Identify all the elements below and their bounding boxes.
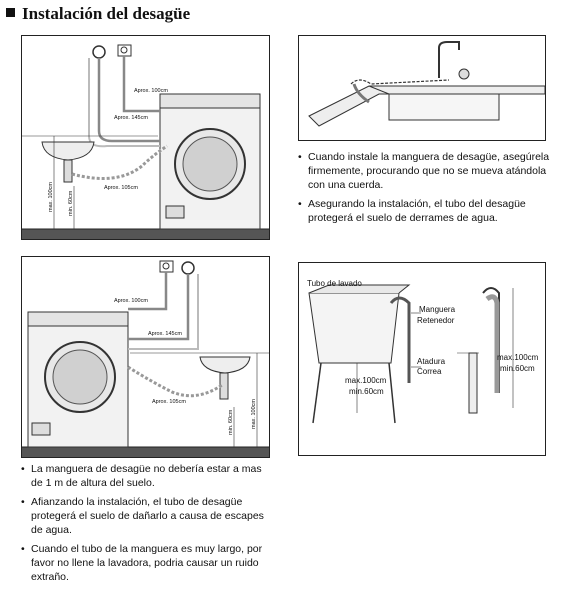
note-item: La manguera de desagüe no debería estar … bbox=[21, 462, 271, 490]
washer-left-illustration bbox=[22, 260, 269, 457]
diagram-washer-left: Aprox. 100cm Aprox. 145cm Aprox. 105cm m… bbox=[21, 256, 270, 458]
label-left-max: max.100cm bbox=[345, 376, 387, 385]
label-approx-105: Aprox. 105cm bbox=[104, 185, 138, 191]
label-max: max. 100cm bbox=[48, 182, 54, 212]
square-bullet-icon bbox=[6, 8, 15, 17]
section-title: Instalación del desagüe bbox=[6, 4, 190, 24]
label-min: min. 60cm bbox=[68, 190, 74, 216]
label-right-max: max.100cm bbox=[497, 353, 539, 362]
label-approx-145: Aprox. 145cm bbox=[148, 331, 182, 337]
note-item: Cuando el tubo de la manguera es muy lar… bbox=[21, 542, 271, 584]
label-approx-145: Aprox. 145cm bbox=[114, 115, 148, 121]
diagram-tub-standpipe: Tubo de lavado Manguera Retenedor Atadur… bbox=[298, 262, 546, 456]
label-max: max. 100cm bbox=[251, 399, 257, 429]
washer-right-illustration bbox=[22, 44, 269, 239]
note-item: Asegurando la instalación, el tubo del d… bbox=[298, 197, 550, 225]
label-min: min. 60cm bbox=[228, 409, 234, 435]
diagram-sink-faucet bbox=[298, 35, 546, 141]
label-approx-105: Aprox. 105cm bbox=[152, 399, 186, 405]
note-item: Cuando instale la manguera de desagüe, a… bbox=[298, 150, 550, 192]
notes-left: La manguera de desagüe no debería estar … bbox=[21, 462, 271, 589]
label-atadura: Atadura bbox=[417, 357, 446, 366]
tub-standpipe-illustration bbox=[308, 284, 514, 424]
label-manguera: Manguera bbox=[419, 305, 456, 314]
label-approx-100: Aprox. 100cm bbox=[114, 298, 148, 304]
sink-faucet-illustration bbox=[308, 41, 545, 127]
note-item: Afianzando la instalación, el tubo de de… bbox=[21, 495, 271, 537]
label-tubo-de-lavado: Tubo de lavado bbox=[307, 279, 362, 288]
label-right-min: min.60cm bbox=[500, 364, 535, 373]
notes-right: Cuando instale la manguera de desagüe, a… bbox=[298, 150, 550, 230]
diagram-washer-right: Aprox. 100cm Aprox. 145cm Aprox. 105cm m… bbox=[21, 35, 270, 240]
label-approx-100: Aprox. 100cm bbox=[134, 88, 168, 94]
label-left-min: min.60cm bbox=[349, 387, 384, 396]
label-retenedor: Retenedor bbox=[417, 316, 455, 325]
label-correa: Correa bbox=[417, 367, 442, 376]
